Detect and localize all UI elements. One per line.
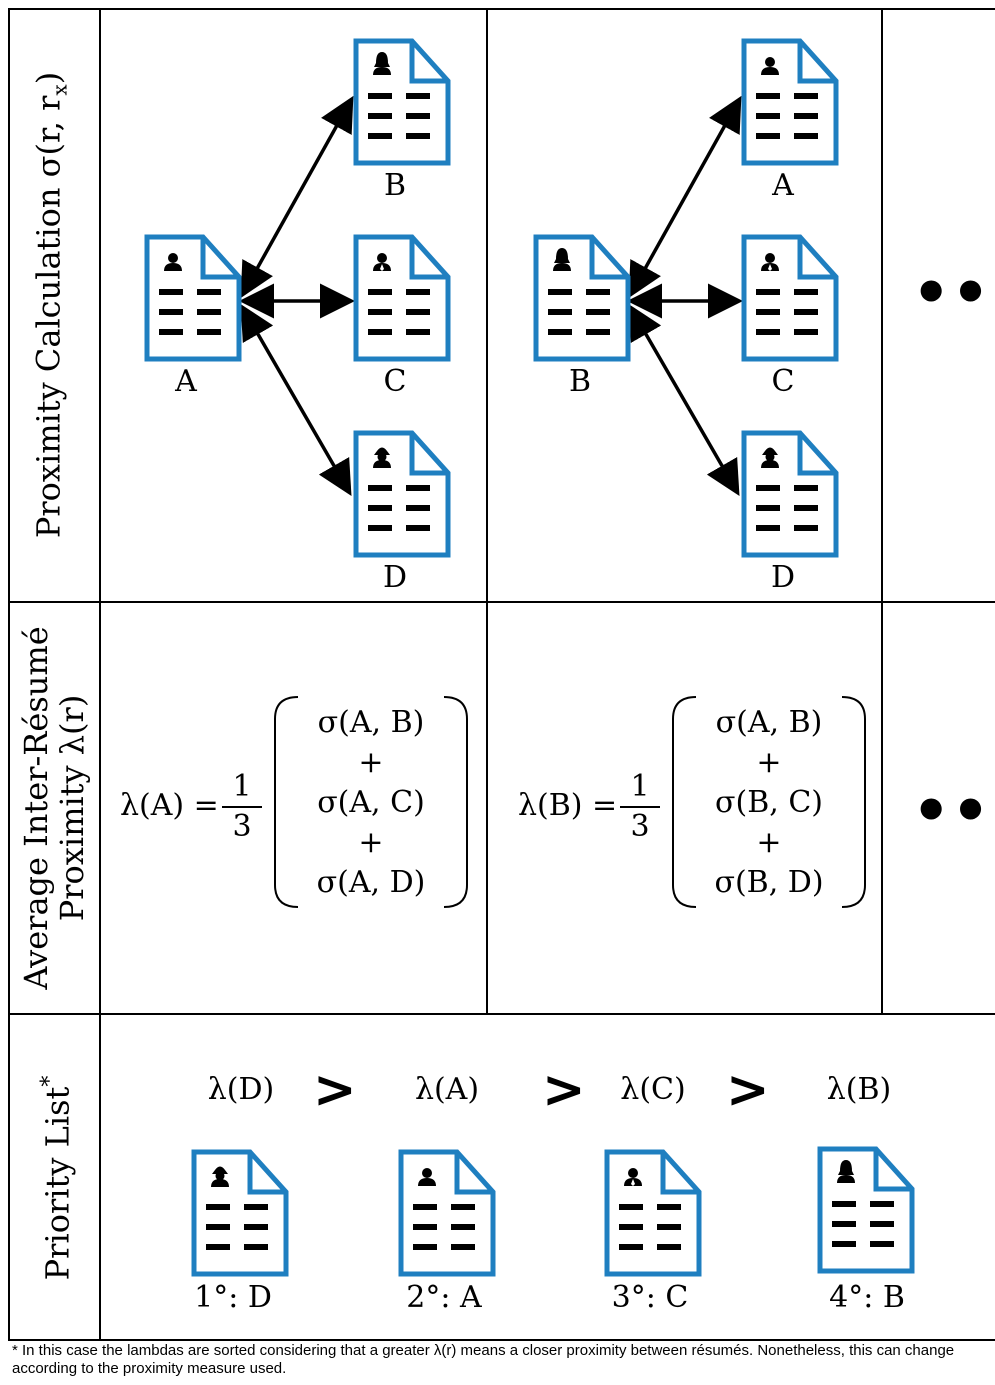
grid-col3-left [881, 8, 883, 1014]
grid-row1-bottom [8, 601, 995, 603]
row-label-average: Average Inter-Résumé Proximity λ(r) [17, 626, 91, 990]
ellipsis-row2: ••• [912, 776, 995, 846]
greater-than-sign: > [726, 1060, 770, 1120]
grid-top [8, 8, 995, 10]
resume-icon-d [190, 1148, 290, 1278]
node-label-source: B [568, 364, 592, 399]
row-label-priority: Priority List* [37, 1075, 77, 1281]
node-label-target: D [770, 560, 796, 595]
priority-rank: 2°: A [406, 1280, 482, 1315]
greater-than-sign: > [313, 1060, 357, 1120]
right-bracket [841, 696, 866, 908]
resume-icon-c [352, 233, 452, 363]
grid-col2-left [486, 8, 488, 1014]
grid-label-divider [99, 8, 101, 1340]
node-label-target: A [772, 168, 794, 203]
priority-rank: 3°: C [611, 1280, 689, 1315]
arrow-a-b [240, 95, 354, 299]
resume-icon-a [740, 37, 840, 167]
resume-icon-b [352, 37, 452, 167]
left-bracket [274, 696, 299, 908]
priority-lambda: λ(C) [620, 1072, 686, 1107]
node-label-target: D [382, 560, 408, 595]
resume-icon-d [352, 429, 452, 559]
node-label-target: C [771, 364, 795, 399]
node-label-target: C [383, 364, 407, 399]
resume-icon-a [397, 1148, 497, 1278]
node-label-source: A [175, 364, 197, 399]
ellipsis-row1: ••• [912, 258, 995, 328]
right-bracket [443, 696, 468, 908]
priority-lambda: λ(A) [414, 1072, 480, 1107]
resume-icon-c [740, 233, 840, 363]
formula-lhs: λ(B) = [518, 788, 618, 823]
resume-icon-d [740, 429, 840, 559]
priority-rank: 1°: D [194, 1280, 272, 1315]
arrow-b-d [628, 303, 740, 497]
resume-icon-b [532, 233, 632, 363]
left-bracket [672, 696, 697, 908]
priority-rank: 4°: B [829, 1280, 905, 1315]
footnote: * In this case the lambdas are sorted co… [12, 1342, 955, 1377]
arrow-a-d [240, 303, 352, 497]
resume-icon-a [143, 233, 243, 363]
node-label-target: B [383, 168, 407, 203]
priority-lambda: λ(D) [207, 1072, 275, 1107]
resume-icon-c [603, 1148, 703, 1278]
grid-left [8, 8, 10, 1340]
formula-terms: σ(A, B) + σ(A, C) + σ(A, D) [316, 705, 426, 900]
row-label-proximity: Proximity Calculation σ(r, rx) [29, 71, 72, 539]
formula-terms: σ(A, B) + σ(B, C) + σ(B, D) [714, 705, 824, 900]
formula-lhs: λ(A) = [120, 788, 219, 823]
arrow-b-a [628, 95, 742, 299]
grid-bottom [8, 1339, 995, 1341]
greater-than-sign: > [542, 1060, 586, 1120]
resume-icon-b [816, 1145, 916, 1275]
grid-row2-bottom [8, 1013, 995, 1015]
priority-lambda: λ(B) [826, 1072, 892, 1107]
